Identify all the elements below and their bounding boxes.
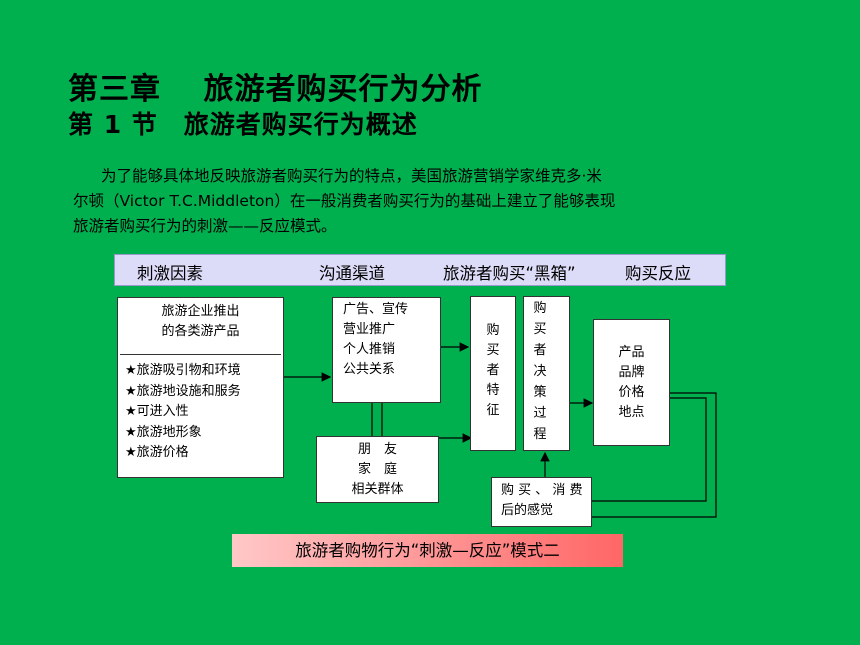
decision-char: 过 — [533, 406, 547, 421]
decision-char: 决 — [533, 364, 547, 379]
paragraph-line-1: 为了能够具体地反映旅游者购买行为的特点，美国旅游营销学家维克多·米 — [101, 167, 602, 185]
stimulus-divider — [120, 354, 281, 355]
section-title: 第 1 节 旅游者购买行为概述 — [68, 110, 418, 139]
social-influence-box: 朋 友 家 庭 相关群体 — [316, 436, 439, 503]
diagram-caption: 旅游者购物行为“刺激—反应”模式二 — [232, 534, 623, 567]
header-black-box: 旅游者购买“黑箱” — [443, 264, 576, 283]
paragraph-line-3: 旅游者购买行为的刺激——反应模式。 — [73, 217, 337, 235]
decision-process-box: 购 买 者 决 策 过 程 — [523, 296, 570, 451]
channel-line: 个人推销 — [343, 342, 396, 357]
response-brand: 品牌 — [618, 365, 645, 380]
feeling-line-1: 购 买 、 消 费 — [501, 483, 583, 498]
paragraph-line-2: 尔顿（Victor T.C.Middleton）在一般消费者购买行为的基础上建立… — [73, 192, 616, 210]
response-price: 价格 — [618, 385, 645, 400]
decision-char: 买 — [533, 322, 547, 337]
decision-char: 者 — [533, 343, 547, 358]
stimulus-item: ★旅游吸引物和环境 — [125, 363, 241, 378]
purchase-response-box: 产品 品牌 价格 地点 — [593, 319, 670, 446]
stimulus-factors-box: 旅游企业推出 的各类游产品 ★旅游吸引物和环境 ★旅游地设施和服务 ★可进入性 … — [117, 297, 284, 478]
feedback-loop-outer — [592, 392, 717, 518]
buyer-traits-char: 买 — [486, 343, 500, 358]
communication-channel-box: 广告、宣传 营业推广 个人推销 公共关系 — [332, 297, 441, 403]
social-friends: 朋 友 — [357, 442, 397, 457]
header-stimulus: 刺激因素 — [137, 264, 203, 283]
stimulus-item: ★旅游地设施和服务 — [125, 383, 241, 399]
decision-char: 购 — [533, 301, 547, 316]
feedback-loop-inner — [592, 397, 707, 502]
buyer-traits-char: 征 — [486, 403, 500, 418]
response-place: 地点 — [618, 405, 645, 420]
buyer-traits-box: 购 买 者 特 征 — [470, 296, 516, 451]
channel-line: 营业推广 — [343, 322, 396, 337]
buyer-traits-char: 特 — [486, 383, 500, 398]
buyer-traits-char: 者 — [486, 363, 500, 378]
decision-char: 策 — [533, 385, 547, 400]
decision-process-text: 购 买 者 决 策 过 程 — [530, 298, 550, 445]
buyer-traits-text: 购 买 者 特 征 — [483, 321, 503, 421]
diagram-header-bar: 刺激因素 沟通渠道 旅游者购买“黑箱” 购买反应 — [114, 254, 726, 286]
intro-paragraph: 为了能够具体地反映旅游者购买行为的特点，美国旅游营销学家维克多·米 尔顿（Vic… — [73, 164, 773, 239]
stimulus-item: ★可进入性 — [125, 404, 189, 419]
stimulus-product-line-2: 的各类游产品 — [161, 324, 240, 339]
feeling-line-2: 后的感觉 — [501, 503, 554, 518]
buyer-traits-char: 购 — [486, 323, 500, 338]
response-product: 产品 — [618, 345, 645, 360]
channel-line: 公共关系 — [343, 362, 396, 377]
social-family: 家 庭 — [357, 462, 397, 477]
header-response: 购买反应 — [625, 264, 691, 283]
header-channel: 沟通渠道 — [319, 264, 385, 283]
stimulus-item: ★旅游地形象 — [125, 424, 202, 440]
stimulus-item: ★旅游价格 — [125, 445, 189, 460]
social-groups: 相关群体 — [351, 482, 404, 497]
stimulus-product-line-1: 旅游企业推出 — [161, 304, 240, 319]
post-purchase-feeling-box: 购 买 、 消 费 后的感觉 — [491, 477, 592, 527]
channel-line: 广告、宣传 — [343, 302, 409, 317]
decision-char: 程 — [533, 427, 547, 442]
chapter-title: 第三章 旅游者购买行为分析 — [68, 72, 483, 107]
